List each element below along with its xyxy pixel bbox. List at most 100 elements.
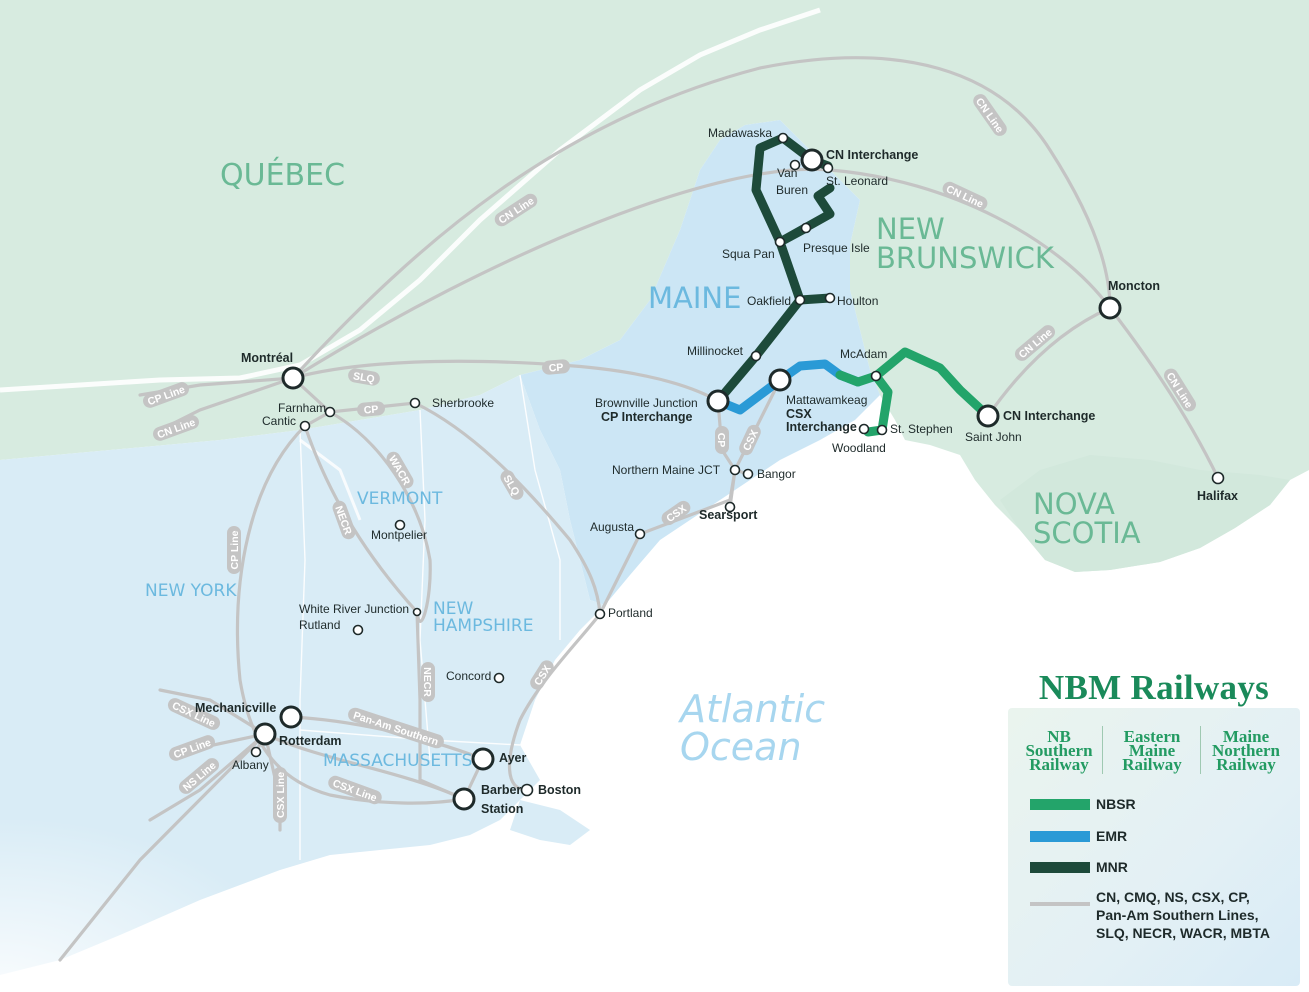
nbsr-line	[835, 347, 993, 437]
logo-mnr: Maine Northern Railway	[1206, 727, 1286, 774]
logo-mnr-line: Northern	[1212, 741, 1280, 760]
legend-label-other: CN, CMQ, NS, CSX, CP, Pan-Am Southern Li…	[1096, 888, 1296, 942]
region-new-york: NEW YORK	[145, 581, 237, 601]
label-buren: Buren	[776, 183, 808, 197]
station-bangor	[742, 468, 754, 480]
mnr-line	[713, 133, 835, 406]
station-halifax	[1211, 471, 1225, 485]
station-northern-maine-jct	[729, 464, 741, 476]
rail-label: CP	[715, 433, 727, 448]
label-concord: Concord	[446, 669, 491, 683]
region-atlantic-1: Atlantic	[677, 687, 825, 731]
station-cn-interchange-north	[800, 148, 824, 172]
legend-other-line: CN, CMQ, NS, CSX, CP,	[1096, 889, 1250, 905]
station-brownville-junction	[706, 389, 730, 413]
legend-label-mnr: MNR	[1096, 859, 1128, 875]
station-st-stephen	[876, 424, 888, 436]
minor-stations	[250, 132, 1225, 797]
city-labels: Madawaska CN Interchange Van Buren St. L…	[195, 126, 1238, 816]
logo-mnr-line: Railway	[1216, 755, 1276, 774]
label-barber: Barber	[481, 783, 521, 797]
label-mcadam: McAdam	[840, 347, 887, 361]
label-farnham: Farnham	[278, 401, 326, 415]
station-farnham	[324, 406, 336, 418]
station-st-leonard	[822, 162, 834, 174]
label-oakfield: Oakfield	[747, 294, 791, 308]
label-station: Station	[481, 802, 523, 816]
station-squa-pan	[774, 236, 786, 248]
station-van-buren	[789, 159, 801, 171]
label-saint-john: Saint John	[965, 430, 1022, 444]
label-st-stephen: St. Stephen	[890, 422, 953, 436]
station-albany	[250, 746, 262, 758]
legend-row-mnr: MNR	[1030, 859, 1128, 875]
station-white-river-junction	[412, 607, 422, 617]
region-massachusetts: MASSACHUSETTS	[323, 751, 472, 771]
rail-label: CP	[548, 361, 564, 374]
label-halifax: Halifax	[1197, 489, 1238, 503]
logo-nbsr-line: Railway	[1029, 755, 1089, 774]
region-maine: MAINE	[648, 281, 741, 315]
station-montreal	[281, 366, 305, 390]
label-mechanicville: Mechanicville	[195, 701, 276, 715]
logo-nbsr-line: NB	[1047, 727, 1071, 746]
major-stations	[253, 148, 1122, 811]
region-nova-scotia-1: NOVA	[1033, 487, 1115, 521]
station-houlton	[824, 292, 836, 304]
label-northern-maine-jct: Northern Maine JCT	[612, 463, 721, 477]
region-labels: QUÉBEC MAINE NEW BRUNSWICK NOVA SCOTIA V…	[145, 157, 1141, 771]
station-boston	[520, 783, 534, 797]
label-millinocket: Millinocket	[687, 344, 744, 358]
label-white-river-junction: White River Junction	[299, 602, 409, 616]
region-quebec: QUÉBEC	[220, 157, 345, 193]
station-presque-isle	[800, 222, 812, 234]
legend-title: NBM Railways	[1038, 668, 1270, 707]
rail-label: SLQ	[352, 370, 375, 386]
logo-nbsr-line: Southern	[1025, 741, 1093, 760]
logo-separator	[1200, 726, 1201, 774]
legend: NBM Railways NB Southern Railway Eastern…	[1008, 666, 1300, 986]
coast	[510, 800, 590, 845]
legend-swatch-nbsr	[1030, 798, 1090, 810]
label-augusta: Augusta	[590, 520, 634, 534]
rail-label: CP Line	[229, 530, 241, 569]
label-bangor: Bangor	[757, 467, 796, 481]
label-montreal: Montréal	[241, 351, 293, 365]
station-portland	[594, 608, 606, 620]
label-montpelier: Montpelier	[371, 528, 427, 542]
station-sherbrooke	[409, 397, 421, 409]
label-houlton: Houlton	[837, 294, 878, 308]
label-cp-interchange: CP Interchange	[601, 410, 693, 424]
logo-nbsr: NB Southern Railway	[1020, 727, 1098, 774]
other-rail-lines	[58, 56, 1220, 962]
label-madawaska: Madawaska	[708, 126, 772, 140]
logo-emr: Eastern Maine Railway	[1108, 727, 1196, 774]
legend-panel	[1008, 708, 1300, 986]
station-concord	[493, 672, 505, 684]
label-csx-2: Interchange	[786, 420, 857, 434]
station-searsport	[724, 501, 736, 513]
legend-other-line: Pan-Am Southern Lines,	[1096, 907, 1259, 923]
region-new-hampshire-1: NEW	[433, 599, 473, 619]
region-nova-scotia-2: SCOTIA	[1033, 516, 1141, 550]
station-madawaska	[777, 132, 789, 144]
label-van: Van	[777, 166, 797, 180]
label-ayer: Ayer	[499, 751, 526, 765]
station-rotterdam	[253, 722, 277, 746]
label-sherbrooke: Sherbrooke	[432, 396, 494, 410]
logo-emr-line: Eastern	[1123, 727, 1181, 746]
station-mechanicville	[279, 705, 303, 729]
st-lawrence-river	[0, 7, 821, 393]
station-montpelier	[394, 519, 406, 531]
label-moncton: Moncton	[1108, 279, 1160, 293]
legend-swatch-other	[1030, 902, 1090, 906]
legend-other-line: SLQ, NECR, WACR, MBTA	[1096, 925, 1270, 941]
label-rutland: Rutland	[299, 618, 340, 632]
region-vermont: VERMONT	[357, 489, 443, 509]
logo-emr-line: Railway	[1122, 755, 1182, 774]
label-cn-interchange-saint-john: CN Interchange	[1003, 409, 1095, 423]
label-cantic: Cantic	[262, 414, 296, 428]
label-boston: Boston	[538, 783, 581, 797]
logo-mnr-line: Maine	[1222, 727, 1270, 746]
label-squa-pan: Squa Pan	[722, 247, 775, 261]
